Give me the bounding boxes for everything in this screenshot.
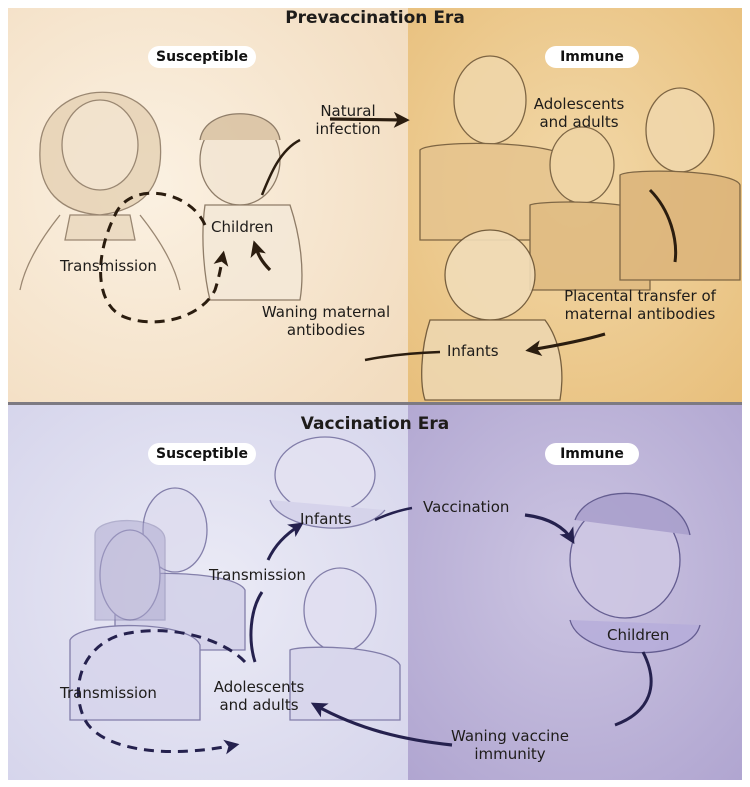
vax-adolescents-line-2: and adults: [219, 696, 299, 714]
children-to-waning-curve: [614, 651, 653, 727]
sketch-vax-infant-illustration: [269, 436, 386, 529]
vax-immune-panel: [408, 405, 742, 780]
vax-adolescents-line-1: Adolescents: [213, 678, 305, 696]
placental-transfer-label: Placental transfer of maternal antibodie…: [545, 287, 735, 323]
waning-maternal-line-2: antibodies: [286, 321, 366, 339]
vax-immune-label: Immune: [545, 443, 639, 465]
vax-infants-label: Infants: [300, 510, 352, 528]
infants-to-vaccination-line: [374, 506, 413, 522]
prevax-susceptible-label: Susceptible: [148, 46, 256, 68]
vax-transmission-left-label: Transmission: [60, 684, 157, 702]
prevax-arrows: [99, 111, 678, 362]
vaccination-to-children-arrow: [524, 513, 575, 545]
vaccination-label: Vaccination: [423, 498, 510, 516]
prevax-immune-label: Immune: [545, 46, 639, 68]
adolescents-to-transmission-curve: [249, 591, 264, 663]
prevax-infants-label: Infants: [447, 342, 499, 360]
sketch-vax-adolescent-illustration: [289, 567, 401, 721]
waning-maternal-line-1: Waning maternal: [261, 303, 391, 321]
natural-infection-label: Natural infection: [300, 102, 396, 138]
sketch-infant-illustration: [421, 229, 563, 401]
sketch-vax-adults-illustration: [69, 487, 246, 721]
natural-infection-line-1: Natural: [320, 102, 376, 120]
prevax-transmission-loop-arrow: [99, 191, 229, 324]
vax-adolescents-adults-label: Adolescents and adults: [203, 678, 315, 714]
natural-infection-arrow: [329, 111, 410, 128]
waning-maternal-arrow: [250, 240, 272, 272]
vax-era-title: Vaccination Era: [300, 414, 450, 434]
transmission-to-infants-arrow: [266, 522, 304, 561]
placental-transfer-line-2: maternal antibodies: [564, 305, 716, 323]
vax-arrows: [76, 506, 653, 755]
vax-children-label: Children: [607, 626, 670, 644]
placental-transfer-line-1: Placental transfer of: [564, 287, 716, 305]
prevax-adolescents-line-1: Adolescents: [533, 95, 625, 113]
waning-vaccine-line-1: Waning vaccine: [450, 727, 569, 745]
infants-to-waning-curve: [364, 350, 441, 362]
waning-maternal-label: Waning maternal antibodies: [252, 303, 400, 339]
prevax-adolescents-adults-label: Adolescents and adults: [520, 95, 638, 131]
children-to-infection-curve: [260, 138, 301, 196]
vax-susceptible-label: Susceptible: [148, 443, 256, 465]
vax-transmission-upper-label: Transmission: [209, 566, 306, 584]
sketch-adults-illustration: [419, 55, 741, 291]
prevax-adolescents-line-2: and adults: [539, 113, 619, 131]
prevax-era-title: Prevaccination Era: [285, 8, 465, 28]
vax-transmission-loop-arrow: [76, 629, 247, 755]
placental-transfer-arc: [648, 188, 678, 263]
sketch-girl-illustration: [19, 91, 181, 291]
natural-infection-line-2: infection: [315, 120, 381, 138]
waning-vaccine-label: Waning vaccine immunity: [445, 727, 575, 763]
sketch-vax-child-illustration: [569, 492, 701, 654]
prevax-children-label: Children: [211, 218, 274, 236]
era-divider: [8, 402, 742, 405]
waning-to-adolescents-arrow: [310, 702, 453, 747]
prevax-transmission-label: Transmission: [60, 257, 157, 275]
waning-vaccine-line-2: immunity: [474, 745, 546, 763]
placental-to-infants-arrow: [525, 332, 606, 357]
